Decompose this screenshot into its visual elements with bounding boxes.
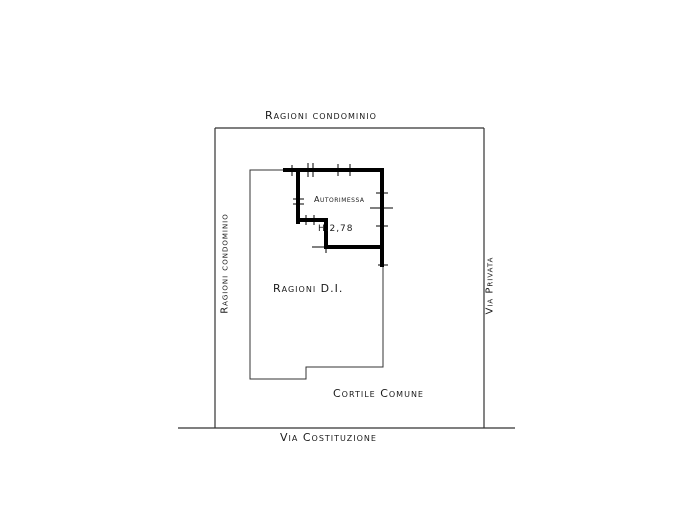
property-outline	[249, 169, 384, 380]
label-via-costituzione: Via Costituzione	[280, 431, 377, 444]
outer-boundary	[214, 127, 485, 428]
label-garage-height: H.2,78	[318, 224, 354, 234]
garage-walls	[283, 168, 384, 267]
label-autorimessa: Autorimessa	[314, 195, 365, 204]
wall-ticks	[291, 163, 393, 266]
label-cortile-comune: Cortile Comune	[333, 387, 424, 400]
label-via-privata: Via Privata	[484, 256, 496, 315]
label-top-boundary: Ragioni condominio	[265, 109, 377, 122]
label-left-boundary: Ragioni condominio	[219, 213, 231, 314]
label-ragioni-di: Ragioni D.I.	[273, 282, 344, 295]
